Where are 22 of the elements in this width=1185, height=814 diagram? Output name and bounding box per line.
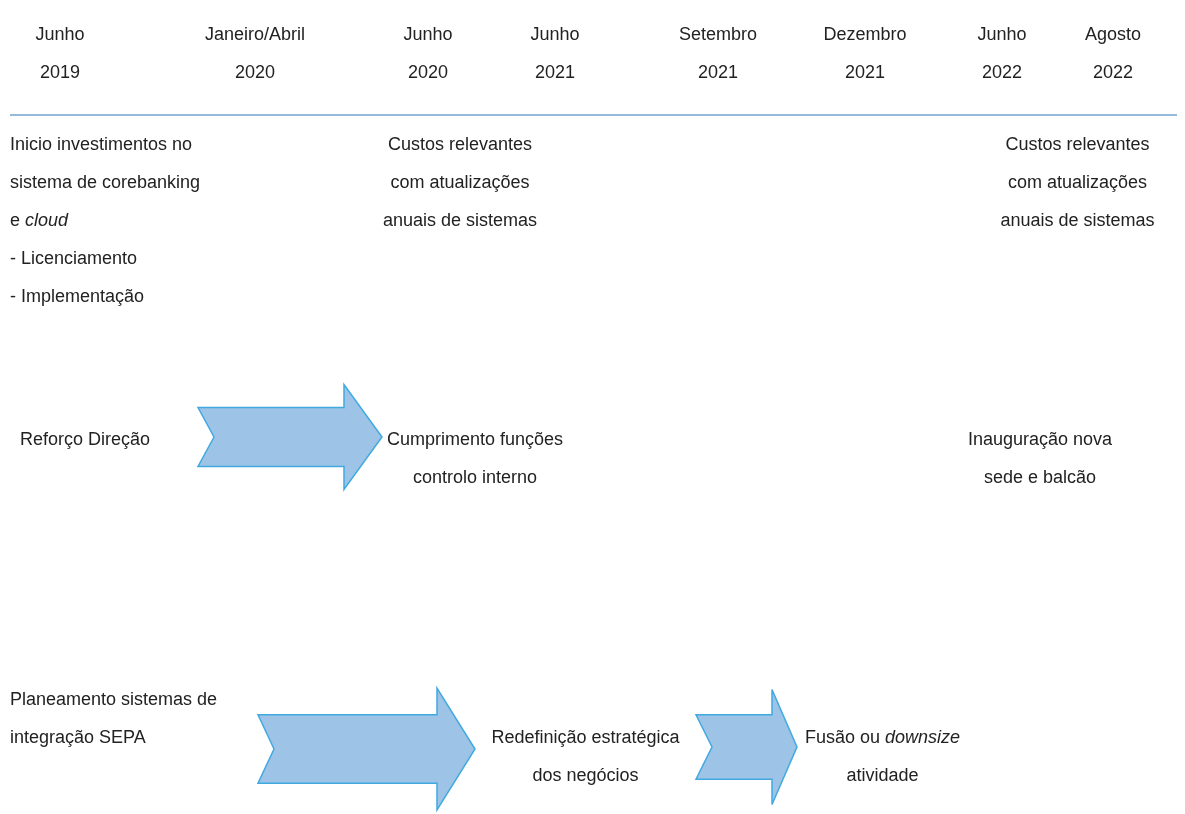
timeline-date: Junho 2021 xyxy=(530,23,580,84)
milestone-text: Fusão ou downsize atividade xyxy=(800,718,965,794)
note-text: Custos relevantes com atualizações anuais de sistemas xyxy=(999,133,1156,232)
note-text: Inicio investimentos no sistema de corebanking e cloud xyxy=(10,133,202,232)
timeline-date: Dezembro 2021 xyxy=(823,23,907,84)
milestone-text: Planeamento sistemas de integração SEPA xyxy=(10,680,255,756)
timeline-date: Junho 2022 xyxy=(977,23,1027,84)
block-arrow xyxy=(694,688,798,806)
milestone-text: Reforço Direção xyxy=(20,420,195,458)
milestone-text: Cumprimento funções controlo interno xyxy=(385,420,565,496)
note-text: Custos relevantes com atualizações anuais de sistemas xyxy=(381,133,539,232)
timeline-date: Agosto 2022 xyxy=(1085,23,1141,84)
note-text: Inauguração nova sede e balcão xyxy=(966,428,1114,489)
block-arrow xyxy=(196,382,383,492)
timeline-date: Junho 2019 xyxy=(35,23,85,84)
note-text: - Implementação xyxy=(10,285,146,308)
timeline-date: Junho 2020 xyxy=(403,23,453,84)
note-text: - Licenciamento xyxy=(10,247,139,270)
milestone-text: Redefinição estratégica dos negócios xyxy=(478,718,693,794)
timeline-date: Setembro 2021 xyxy=(679,23,757,84)
block-arrow xyxy=(256,685,476,813)
timeline-date: Janeiro/Abril 2020 xyxy=(205,23,305,84)
